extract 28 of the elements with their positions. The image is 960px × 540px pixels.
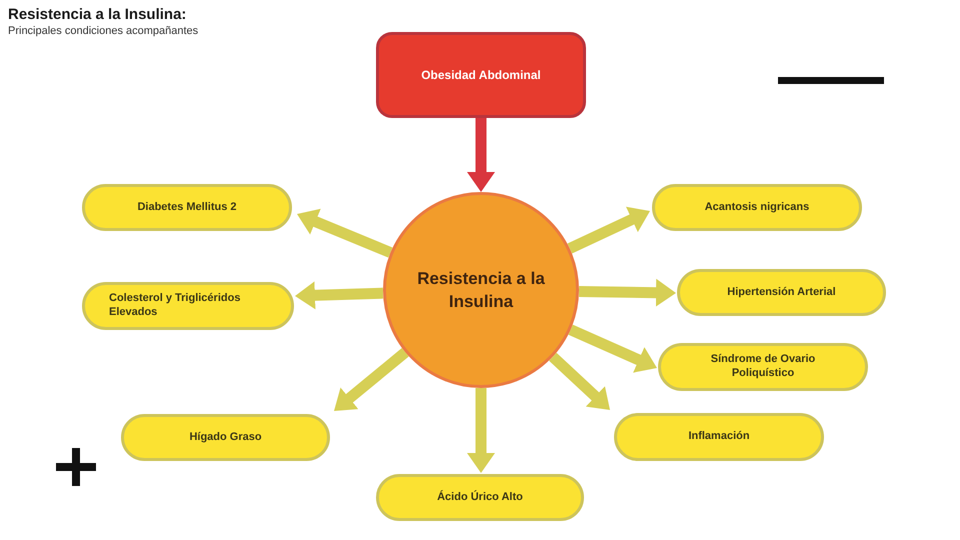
condition-pill [82, 184, 292, 231]
arrow [568, 324, 660, 374]
condition-pill [82, 282, 294, 330]
node-label: Resistencia a la Insulina [416, 268, 546, 313]
arrow [467, 388, 495, 473]
arrow [294, 281, 384, 310]
subtitle: Principales condiciones acompañantes [8, 24, 198, 38]
node-label: Ácido Úrico Alto [437, 490, 523, 504]
title: Resistencia a la Insulina: [8, 6, 188, 25]
node-label: Colesterol y Triglicéridos Elevados [109, 292, 242, 320]
condition-pill [652, 184, 862, 231]
node-label: Hígado Graso [189, 430, 262, 444]
arrow [578, 278, 676, 307]
condition-pill [614, 413, 824, 461]
node-label: Hipertensión Arterial [727, 286, 836, 300]
arrow [467, 118, 495, 192]
node-label: Inflamación [688, 430, 750, 444]
node-label: Acantosis nigricans [704, 200, 810, 214]
node-label: Obesidad Abdominal [421, 68, 541, 82]
condition-pill [658, 343, 868, 391]
condition-pill [121, 414, 330, 461]
condition-pill [376, 474, 584, 521]
node-label: Diabetes Mellitus 2 [137, 200, 237, 214]
arrow [294, 208, 393, 258]
arrow [567, 206, 652, 254]
condition-pill [677, 269, 886, 316]
node-label: Síndrome de Ovario Poliquístico [710, 353, 816, 381]
cause-box [376, 32, 586, 118]
